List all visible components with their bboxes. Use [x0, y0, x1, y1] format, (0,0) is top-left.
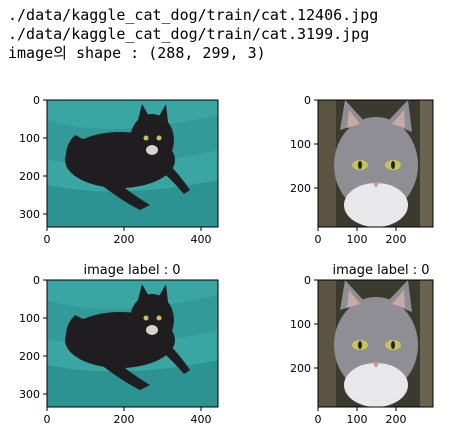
- subplot-2: 0 100 200 0 100 200: [290, 94, 434, 246]
- y-tick-label: 0: [33, 274, 40, 287]
- cat-image-2: [318, 100, 433, 227]
- cat-image-1: [47, 100, 218, 227]
- console-output: ./data/kaggle_cat_dog/train/cat.12406.jp…: [8, 6, 378, 63]
- subplot-title: image label : 0: [84, 263, 181, 278]
- y-axis-ticks-1: 0 100 200 300: [19, 94, 47, 221]
- x-tick-label: 200: [386, 233, 407, 246]
- y-axis-ticks-3: 0 100 200 300: [19, 274, 47, 401]
- x-tick-label: 200: [114, 413, 135, 426]
- y-tick-label: 200: [290, 182, 311, 195]
- x-tick-label: 0: [44, 413, 51, 426]
- x-axis-ticks-2: 0 100 200: [315, 227, 407, 246]
- x-tick-label: 0: [44, 233, 51, 246]
- y-tick-label: 100: [290, 138, 311, 151]
- y-tick-label: 200: [19, 170, 40, 183]
- y-tick-label: 100: [19, 312, 40, 325]
- y-axis-ticks-4: 0 100 200: [290, 274, 318, 375]
- y-tick-label: 0: [304, 94, 311, 107]
- y-tick-label: 0: [33, 94, 40, 107]
- subplot-title: image label : 0: [333, 263, 430, 278]
- output-line-shape: image의 shape : (288, 299, 3): [8, 44, 266, 62]
- x-axis-ticks-4: 0 100 200: [315, 407, 407, 426]
- x-tick-label: 400: [191, 413, 212, 426]
- output-line-path-1: ./data/kaggle_cat_dog/train/cat.12406.jp…: [8, 6, 379, 24]
- y-tick-label: 300: [19, 388, 40, 401]
- y-tick-label: 200: [290, 362, 311, 375]
- x-axis-ticks-3: 0 200 400: [44, 407, 212, 426]
- y-tick-label: 0: [304, 274, 311, 287]
- y-tick-label: 300: [19, 208, 40, 221]
- subplot-1: 0 100 200 300 0 200 400: [19, 94, 219, 246]
- x-tick-label: 200: [114, 233, 135, 246]
- x-tick-label: 100: [347, 413, 368, 426]
- cat-image-4: [318, 280, 433, 407]
- x-tick-label: 0: [315, 413, 322, 426]
- y-axis-ticks-2: 0 100 200: [290, 94, 318, 195]
- subplot-3: image label : 0 0 100 200 300: [19, 263, 219, 426]
- x-tick-label: 0: [315, 233, 322, 246]
- x-tick-label: 100: [347, 233, 368, 246]
- y-tick-label: 100: [19, 132, 40, 145]
- cat-image-3: [47, 280, 218, 407]
- subplot-4: image label : 0 0 100 200: [290, 263, 434, 426]
- output-line-path-2: ./data/kaggle_cat_dog/train/cat.3199.jpg: [8, 25, 370, 43]
- y-tick-label: 200: [19, 350, 40, 363]
- y-tick-label: 100: [290, 318, 311, 331]
- x-tick-label: 200: [386, 413, 407, 426]
- x-tick-label: 400: [191, 233, 212, 246]
- x-axis-ticks-1: 0 200 400: [44, 227, 212, 246]
